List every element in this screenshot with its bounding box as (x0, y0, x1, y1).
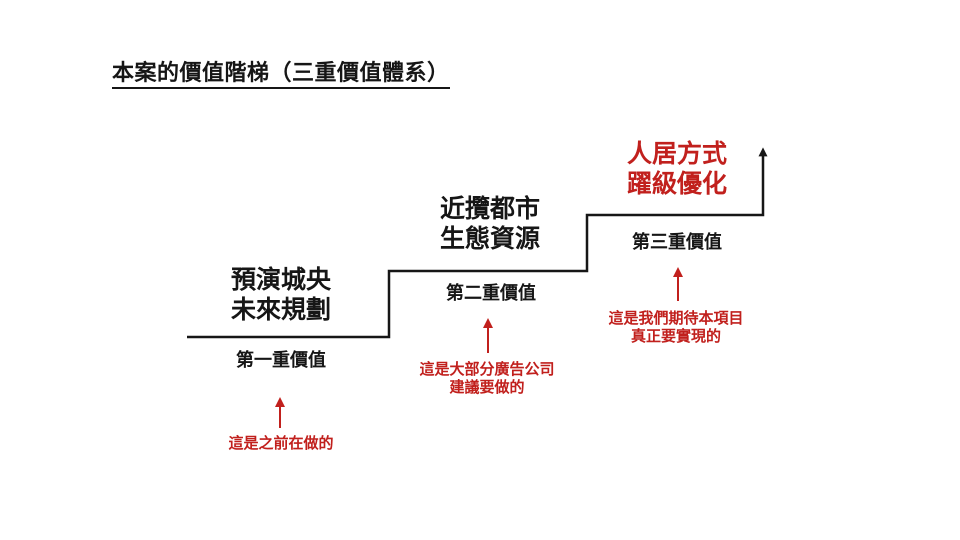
step1-label: 第一重價值 (236, 350, 326, 370)
step1-headline-line2: 未來規劃 (230, 296, 332, 324)
step1-headline: 預演城央 未來規劃 (231, 265, 331, 325)
step2-note-line1: 這是大部分廣告公司 (419, 361, 555, 378)
step1-headline-line1: 預演城央 (230, 266, 332, 294)
step3-note: 這是我們期待本項目 真正要實現的 (608, 310, 743, 346)
slide-title: 本案的價值階梯（三重價值體系） (112, 61, 450, 89)
step3-label: 第三重價值 (632, 232, 722, 252)
staircase-path (187, 147, 768, 339)
step2-note-line2: 建議要做的 (449, 379, 525, 396)
step3-headline-line2: 躍級優化 (626, 170, 728, 198)
step2-headline-line2: 生態資源 (439, 225, 541, 253)
step3-note-line2: 真正要實現的 (630, 328, 722, 345)
step1-note-line1: 這是之前在做的 (228, 435, 334, 452)
step3-note-line1: 這是我們期待本項目 (608, 310, 744, 327)
step1-note: 這是之前在做的 (228, 435, 333, 453)
step2-note: 這是大部分廣告公司 建議要做的 (419, 361, 554, 397)
step2-headline: 近攬都市 生態資源 (440, 194, 540, 254)
step2-label: 第二重價值 (446, 283, 536, 303)
step3-headline-line1: 人居方式 (626, 140, 728, 168)
step2-headline-line1: 近攬都市 (439, 195, 541, 223)
step3-headline: 人居方式 躍級優化 (627, 139, 727, 199)
